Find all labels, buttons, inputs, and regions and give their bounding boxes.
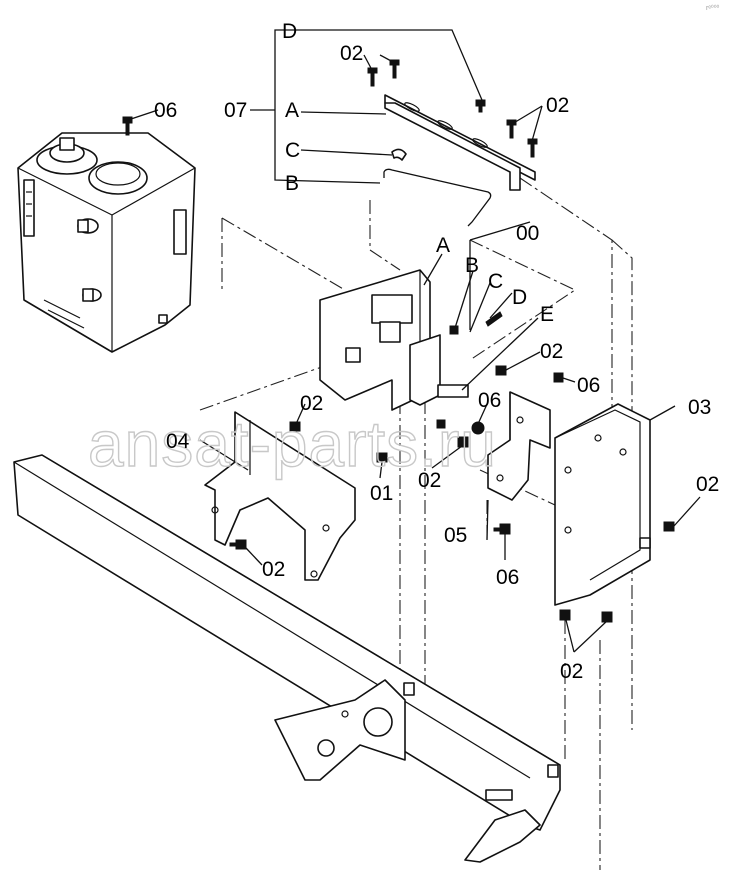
callout-02-left-mid: 02: [300, 392, 323, 415]
bolt-icon: [289, 421, 301, 432]
bolt-icon: [506, 119, 517, 139]
callout-02-top: 02: [340, 42, 363, 65]
callout-03: 03: [688, 396, 711, 419]
bolt-icon: [527, 138, 538, 158]
callout-06-tank: 06: [154, 99, 177, 122]
clip-c: [391, 148, 407, 161]
bolt-icon: [553, 372, 564, 383]
bolt-icon: [471, 421, 485, 435]
bolt-icon: [449, 325, 459, 335]
bolt-icon: [457, 436, 469, 448]
watermark: ansat-parts.ru: [88, 408, 497, 480]
callout-a-left: A: [285, 99, 299, 122]
bolts: [122, 59, 675, 623]
bracket-hose: [383, 168, 492, 227]
callout-04: 04: [166, 430, 190, 453]
callout-06-mid-right: 06: [577, 374, 600, 397]
callout-d-top: D: [282, 20, 297, 43]
callout-02-mid: 02: [540, 340, 563, 363]
frame-member: [13, 454, 561, 863]
callout-e: E: [540, 303, 554, 326]
callout-02-right-top: 02: [546, 94, 569, 117]
callout-c-left: C: [285, 139, 300, 162]
callout-06-mid: 06: [478, 389, 501, 412]
callout-02-center: 02: [418, 469, 441, 492]
hydraulic-tank: [17, 132, 196, 353]
bolt-icon: [493, 523, 511, 535]
bolt-icon: [559, 609, 571, 621]
upper-bracket: [384, 94, 536, 191]
bolt-icon: [495, 365, 507, 376]
callout-07: 07: [224, 99, 247, 122]
mounting-plate: [319, 269, 469, 411]
callout-b-left: B: [285, 172, 299, 195]
callout-05: 05: [444, 524, 467, 547]
bolt-icon: [122, 116, 133, 136]
callout-d-mid: D: [512, 286, 527, 309]
callout-c-mid: C: [488, 270, 503, 293]
bolt-icon: [229, 539, 247, 550]
bolt-icon: [663, 521, 675, 532]
callout-b-mid: B: [465, 254, 479, 277]
callout-02-lower-left: 02: [262, 558, 285, 581]
bolt-icon: [436, 419, 446, 429]
callout-02-right: 02: [696, 473, 719, 496]
bolt-icon: [601, 611, 613, 623]
bracket-04: [204, 411, 356, 581]
callout-a-mid: A: [436, 234, 450, 257]
leader-lines: [127, 29, 701, 653]
bolt-icon: [485, 311, 503, 327]
callouts: D 02 06 07 A 02 C B 00 A B C D E 02 06 0…: [154, 20, 719, 683]
callout-02-bottom-right: 02: [560, 660, 583, 683]
cover-plate-03: [554, 403, 651, 606]
callout-00: 00: [516, 222, 539, 245]
bolt-icon: [367, 67, 378, 87]
callout-01: 01: [370, 482, 393, 505]
bolt-icon: [389, 59, 400, 79]
bolt-icon: [475, 99, 486, 113]
corner-mark: rᵉ⁰⁰⁰: [706, 4, 720, 12]
bracket-05: [487, 391, 551, 501]
callout-06-lower: 06: [496, 566, 519, 589]
